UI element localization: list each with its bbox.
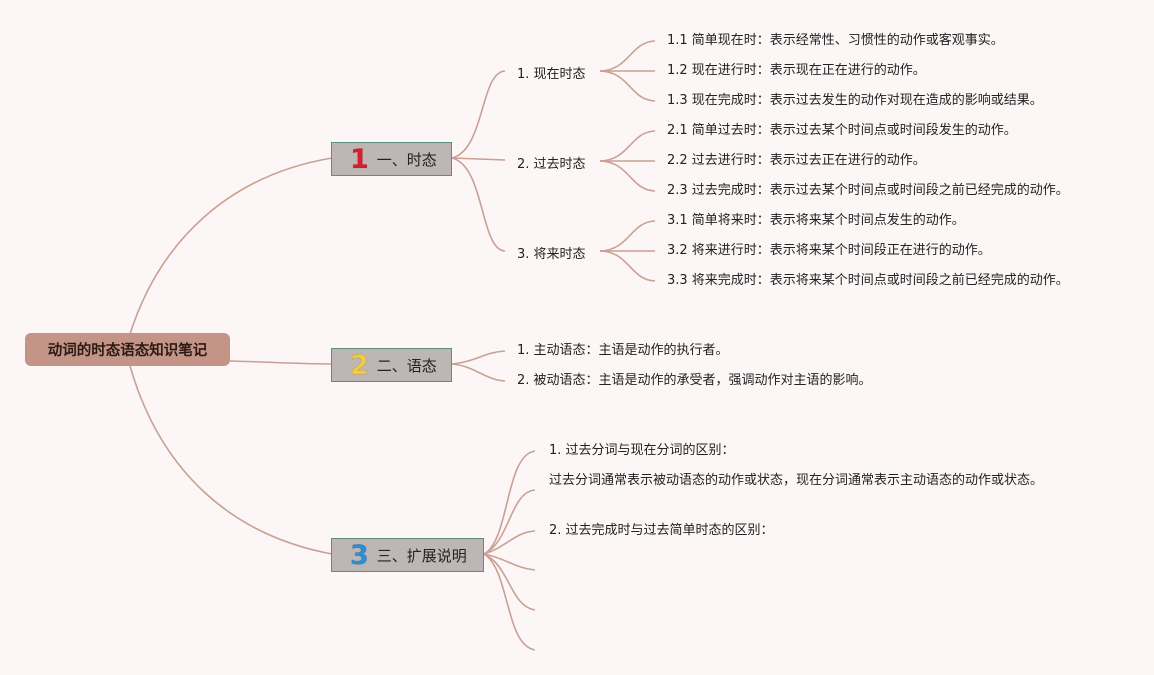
root-label: 动词的时态语态知识笔记	[47, 343, 208, 359]
branch-extended[interactable]: 3 三、扩展说明	[331, 538, 484, 572]
edge-g3-i1	[599, 220, 656, 252]
tense-item[interactable]: 2.3 过去完成时：表示过去某个时间点或时间段之前已经完成的动作。	[667, 183, 1069, 198]
branch-tense-label: 一、时态	[376, 150, 437, 169]
badge-one-icon: 1	[350, 143, 369, 175]
edge-ext-4	[483, 553, 536, 571]
root-node[interactable]: 动词的时态语态知识笔记	[25, 333, 230, 366]
edge-ext-6	[483, 553, 536, 651]
tense-item[interactable]: 1.1 简单现在时：表示经常性、习惯性的动作或客观事实。	[667, 33, 1004, 48]
edge-g1-i3	[599, 70, 656, 102]
tense-item[interactable]: 2.2 过去进行时：表示过去正在进行的动作。	[667, 153, 926, 168]
edge-ext-5	[483, 553, 536, 611]
voice-item[interactable]: 2. 被动语态：主语是动作的承受者，强调动作对主语的影响。	[517, 373, 872, 388]
edge-tense-g2	[451, 157, 506, 161]
edge-ext-3	[483, 530, 536, 555]
branch-tense[interactable]: 1 一、时态	[331, 142, 452, 176]
tense-item[interactable]: 2.1 简单过去时：表示过去某个时间点或时间段发生的动作。	[667, 123, 1017, 138]
edge-tense-g3	[451, 157, 506, 252]
extended-item[interactable]: 1. 过去分词与现在分词的区别：	[549, 443, 735, 458]
edge-g1-i1	[599, 40, 656, 72]
tense-group-present[interactable]: 1. 现在时态	[517, 67, 586, 82]
tense-item[interactable]: 3.1 简单将来时：表示将来某个时间点发生的动作。	[667, 213, 965, 228]
badge-two-icon: 2	[350, 349, 369, 381]
edge-tense-g1	[451, 70, 506, 159]
branch-voice-label: 二、语态	[376, 356, 437, 375]
branch-extended-label: 三、扩展说明	[376, 546, 467, 565]
extended-paragraph[interactable]: 过去分词通常表示被动语态的动作或状态，现在分词通常表示主动语态的动作或状态。	[549, 473, 1044, 488]
edge-root-tense	[129, 157, 333, 335]
voice-item[interactable]: 1. 主动语态：主语是动作的执行者。	[517, 343, 729, 358]
edge-g3-i3	[599, 250, 656, 282]
edge-root-extended	[129, 365, 333, 555]
branch-voice[interactable]: 2 二、语态	[331, 348, 452, 382]
edge-root-voice	[229, 360, 333, 365]
badge-three-icon: 3	[350, 539, 369, 571]
edge-g2-i3	[599, 160, 656, 192]
edge-g2-i1	[599, 130, 656, 162]
extended-item[interactable]: 2. 过去完成时与过去简单时态的区别：	[549, 523, 774, 538]
tense-group-past[interactable]: 2. 过去时态	[517, 157, 586, 172]
tense-item[interactable]: 3.3 将来完成时：表示将来某个时间点或时间段之前已经完成的动作。	[667, 273, 1069, 288]
tense-item[interactable]: 1.2 现在进行时：表示现在正在进行的动作。	[667, 63, 926, 78]
edge-voice-i2	[451, 363, 506, 382]
tense-item[interactable]: 1.3 现在完成时：表示过去发生的动作对现在造成的影响或结果。	[667, 93, 1043, 108]
edge-ext-1	[483, 450, 536, 555]
edge-ext-2	[483, 489, 536, 555]
edge-voice-i1	[451, 350, 506, 365]
tense-item[interactable]: 3.2 将来进行时：表示将来某个时间段正在进行的动作。	[667, 243, 991, 258]
tense-group-future[interactable]: 3. 将来时态	[517, 247, 586, 262]
